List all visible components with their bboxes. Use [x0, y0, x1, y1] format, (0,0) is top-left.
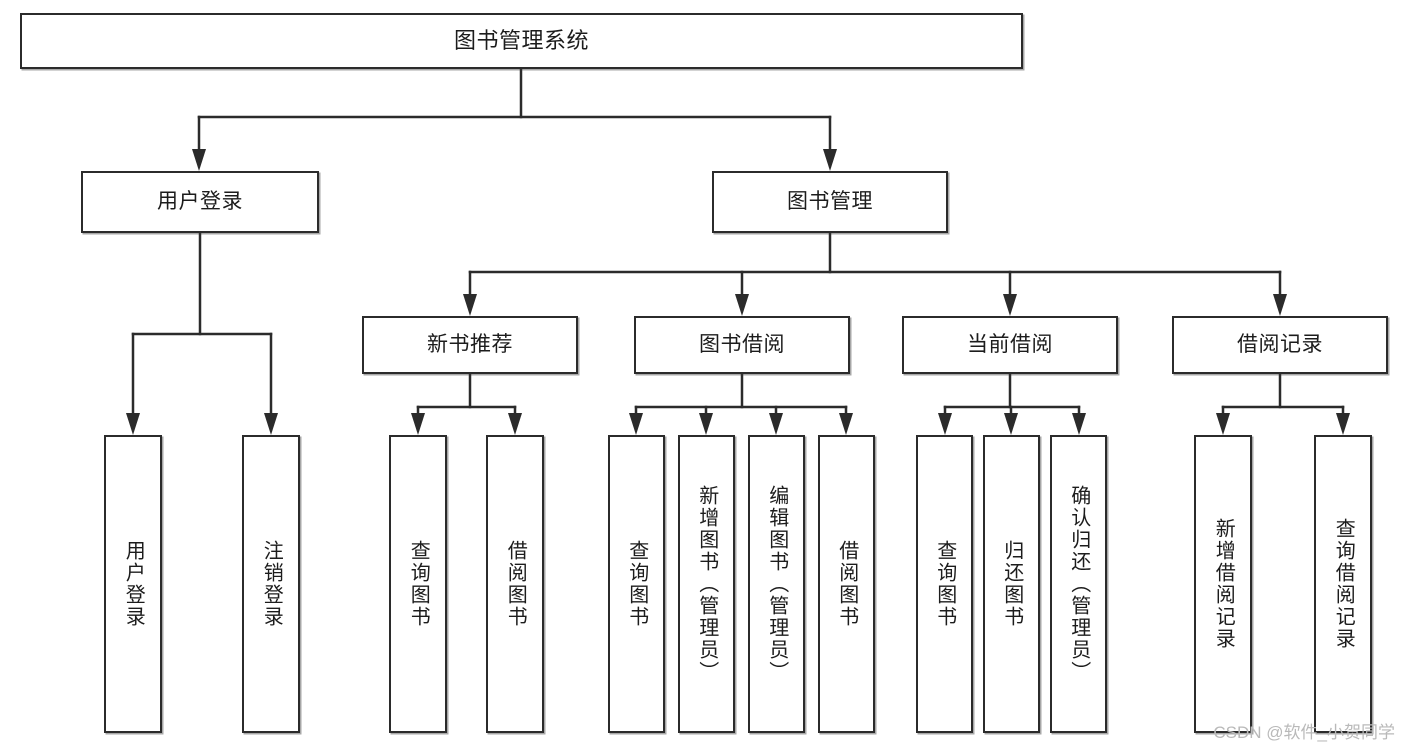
current-borrow-bus-arrowhead-0 [938, 413, 952, 435]
node-leaf-user-logout[interactable]: 注销登录 [242, 435, 300, 733]
node-leaf-confirm-return[interactable]: 确认归还（管理员） [1050, 435, 1107, 733]
book-manage-bus-arrowhead-3 [1273, 294, 1287, 316]
node-leaf-query-record[interactable]: 查询借阅记录 [1314, 435, 1372, 733]
current-borrow-bus-arrowhead-1 [1004, 413, 1018, 435]
node-label: 图书管理系统 [453, 27, 589, 53]
book-manage-bus-arrowhead-2 [1003, 294, 1017, 316]
node-label: 查询借阅记录 [1332, 518, 1355, 650]
book-borrow-bus-arrowhead-1 [699, 413, 713, 435]
node-leaf-return-book[interactable]: 归还图书 [983, 435, 1040, 733]
node-label: 新书推荐 [427, 333, 513, 357]
node-book-manage[interactable]: 图书管理 [712, 171, 948, 233]
node-leaf-query-book-borrow[interactable]: 查询图书 [608, 435, 665, 733]
borrow-record-bus-arrowhead-1 [1336, 413, 1350, 435]
node-root[interactable]: 图书管理系统 [20, 13, 1023, 69]
book-borrow-bus-arrowhead-0 [629, 413, 643, 435]
root-bus-arrowhead-1 [823, 149, 837, 171]
new-book-rec-bus-arrowhead-0 [411, 413, 425, 435]
node-label: 编辑图书（管理员） [765, 485, 788, 683]
current-borrow-bus-arrowhead-2 [1072, 413, 1086, 435]
borrow-record-bus-arrowhead-0 [1216, 413, 1230, 435]
book-borrow-bus-arrowhead-3 [839, 413, 853, 435]
node-label: 确认归还（管理员） [1067, 485, 1090, 683]
node-label: 借阅图书 [835, 540, 858, 628]
book-manage-bus-arrowhead-0 [463, 294, 477, 316]
node-leaf-edit-book[interactable]: 编辑图书（管理员） [748, 435, 805, 733]
node-new-book-rec[interactable]: 新书推荐 [362, 316, 578, 374]
node-label: 查询图书 [625, 540, 648, 628]
node-label: 图书管理 [787, 190, 873, 214]
node-current-borrow[interactable]: 当前借阅 [902, 316, 1118, 374]
node-leaf-borrow-book[interactable]: 借阅图书 [818, 435, 875, 733]
node-label: 注销登录 [260, 540, 283, 628]
book-borrow-bus-arrowhead-2 [769, 413, 783, 435]
node-leaf-query-book-current[interactable]: 查询图书 [916, 435, 973, 733]
node-user-login[interactable]: 用户登录 [81, 171, 319, 233]
node-leaf-user-login[interactable]: 用户登录 [104, 435, 162, 733]
node-label: 借阅记录 [1237, 333, 1323, 357]
node-borrow-record[interactable]: 借阅记录 [1172, 316, 1388, 374]
node-label: 新增图书（管理员） [695, 485, 718, 683]
new-book-rec-bus-arrowhead-1 [508, 413, 522, 435]
node-leaf-add-book[interactable]: 新增图书（管理员） [678, 435, 735, 733]
node-leaf-borrow-book-rec[interactable]: 借阅图书 [486, 435, 544, 733]
book-manage-bus-arrowhead-1 [735, 294, 749, 316]
node-leaf-query-book-rec[interactable]: 查询图书 [389, 435, 447, 733]
user-login-bus-arrowhead-1 [264, 413, 278, 435]
node-label: 用户登录 [122, 540, 145, 628]
node-book-borrow[interactable]: 图书借阅 [634, 316, 850, 374]
node-label: 新增借阅记录 [1212, 518, 1235, 650]
node-label: 借阅图书 [504, 540, 527, 628]
node-label: 归还图书 [1000, 540, 1023, 628]
node-label: 当前借阅 [967, 333, 1053, 357]
user-login-bus-arrowhead-0 [126, 413, 140, 435]
node-label: 查询图书 [407, 540, 430, 628]
node-label: 图书借阅 [699, 333, 785, 357]
node-label: 用户登录 [157, 190, 243, 214]
node-label: 查询图书 [933, 540, 956, 628]
node-leaf-add-record[interactable]: 新增借阅记录 [1194, 435, 1252, 733]
watermark-text: CSDN @软件_小贺同学 [1213, 723, 1395, 742]
root-bus-arrowhead-0 [192, 149, 206, 171]
